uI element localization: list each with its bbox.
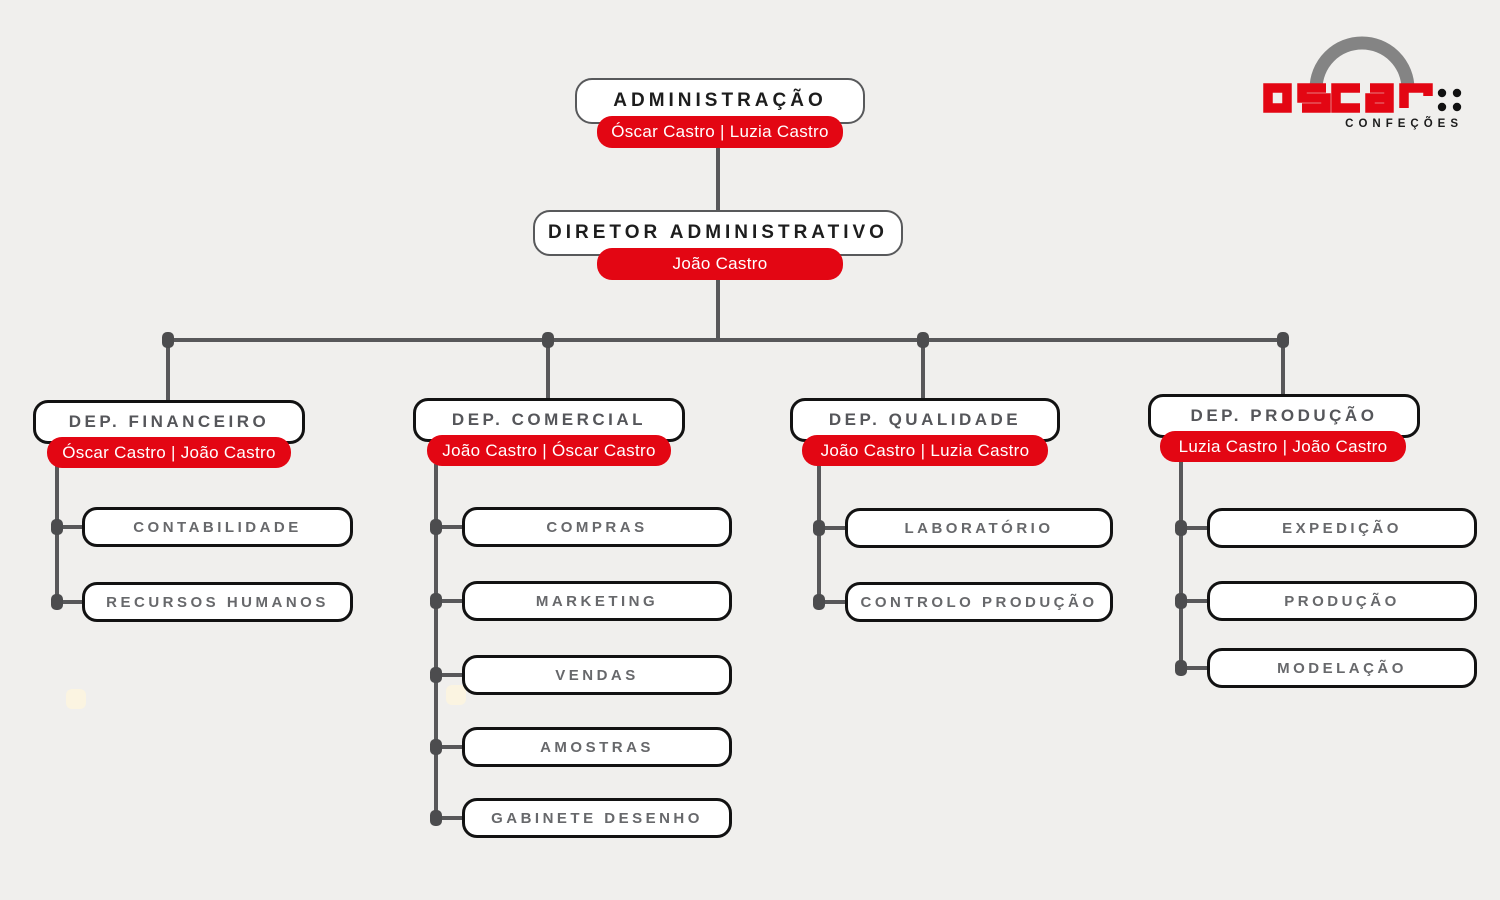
connector-stub [819, 600, 845, 604]
node-title: DEP. FINANCEIRO [68, 412, 270, 431]
node-title: RECURSOS HUMANOS [106, 593, 329, 611]
node-recursos-humanos: RECURSOS HUMANOS [82, 582, 353, 622]
node-compras: COMPRAS [462, 507, 732, 547]
node-title: GABINETE DESENHO [491, 809, 703, 827]
node-title: PRODUÇÃO [1284, 592, 1400, 610]
connector-col-comercial [434, 464, 438, 820]
junction-dot [813, 520, 825, 536]
connector-stub [1181, 666, 1207, 670]
junction-dot [813, 594, 825, 610]
connector-main-rail [166, 338, 1285, 342]
node-dep-producao: DEP. PRODUÇÃO [1148, 394, 1420, 438]
node-dep-qualidade-people: João Castro | Luzia Castro [802, 435, 1048, 466]
people-label: Óscar Castro | João Castro [62, 442, 276, 462]
connector-stub [436, 816, 462, 820]
junction-dot [542, 332, 554, 348]
node-title: LABORATÓRIO [904, 519, 1054, 537]
node-administracao-people: Óscar Castro | Luzia Castro [597, 116, 843, 148]
connector-director-to-rail [716, 278, 720, 340]
connector-stub [1181, 526, 1207, 530]
connector-stub [436, 673, 462, 677]
node-title: DIRETOR ADMINISTRATIVO [548, 222, 888, 243]
junction-dot [917, 332, 929, 348]
node-contabilidade: CONTABILIDADE [82, 507, 353, 547]
connector-stub [1181, 599, 1207, 603]
node-title: CONTABILIDADE [133, 518, 302, 536]
watermark-dot [66, 689, 86, 709]
junction-dot [430, 519, 442, 535]
junction-dot [162, 332, 174, 348]
node-title: COMPRAS [546, 518, 648, 536]
junction-dot [430, 667, 442, 683]
node-title: DEP. COMERCIAL [451, 410, 647, 429]
node-title: DEP. PRODUÇÃO [1190, 406, 1378, 425]
oscar-confecoes-logo: CONFEÇÕES [1263, 36, 1463, 130]
connector-stub [819, 526, 845, 530]
junction-dot [430, 739, 442, 755]
node-title: VENDAS [555, 666, 639, 684]
junction-dot [1175, 520, 1187, 536]
node-expedicao: EXPEDIÇÃO [1207, 508, 1477, 548]
oscar-logotype [1263, 83, 1433, 113]
node-vendas: VENDAS [462, 655, 732, 695]
node-producao: PRODUÇÃO [1207, 581, 1477, 621]
logo-dots-icon [1437, 88, 1462, 112]
node-title: EXPEDIÇÃO [1282, 519, 1402, 537]
connector-drop-financeiro [166, 340, 170, 402]
node-title: MARKETING [535, 592, 659, 610]
node-laboratorio: LABORATÓRIO [845, 508, 1113, 548]
logo-subtitle: CONFEÇÕES [1345, 117, 1463, 130]
junction-dot [1175, 593, 1187, 609]
node-dep-financeiro-people: Óscar Castro | João Castro [47, 437, 291, 468]
people-label: João Castro [672, 254, 768, 273]
node-dep-comercial-people: João Castro | Óscar Castro [427, 435, 671, 466]
node-controlo-producao: CONTROLO PRODUÇÃO [845, 582, 1113, 622]
connector-stub [57, 600, 82, 604]
junction-dot [430, 593, 442, 609]
junction-dot [51, 519, 63, 535]
connector-stub [436, 599, 462, 603]
node-gabinete-desenho: GABINETE DESENHO [462, 798, 732, 838]
connector-stub [436, 525, 462, 529]
people-label: João Castro | Luzia Castro [820, 440, 1030, 460]
node-modelacao: MODELAÇÃO [1207, 648, 1477, 688]
logo-arch-icon [1309, 36, 1415, 90]
connector-drop-comercial [546, 340, 550, 400]
node-title: DEP. QUALIDADE [828, 410, 1022, 429]
junction-dot [51, 594, 63, 610]
connector-stub [57, 525, 82, 529]
connector-drop-qualidade [921, 340, 925, 400]
connector-root-to-director [716, 146, 720, 212]
node-diretor-administrativo-people: João Castro [597, 248, 843, 280]
people-label: Luzia Castro | João Castro [1178, 436, 1388, 456]
node-marketing: MARKETING [462, 581, 732, 621]
node-title: CONTROLO PRODUÇÃO [860, 593, 1098, 611]
watermark-dot [446, 685, 466, 705]
node-amostras: AMOSTRAS [462, 727, 732, 767]
people-label: João Castro | Óscar Castro [442, 440, 656, 460]
connector-col-producao [1179, 458, 1183, 670]
junction-dot [1277, 332, 1289, 348]
junction-dot [430, 810, 442, 826]
node-title: MODELAÇÃO [1277, 659, 1407, 677]
junction-dot [1175, 660, 1187, 676]
node-title: ADMINISTRAÇÃO [613, 90, 827, 111]
node-dep-producao-people: Luzia Castro | João Castro [1160, 431, 1406, 462]
people-label: Óscar Castro | Luzia Castro [611, 122, 829, 141]
connector-drop-producao [1281, 340, 1285, 396]
node-title: AMOSTRAS [540, 738, 654, 756]
connector-stub [436, 745, 462, 749]
